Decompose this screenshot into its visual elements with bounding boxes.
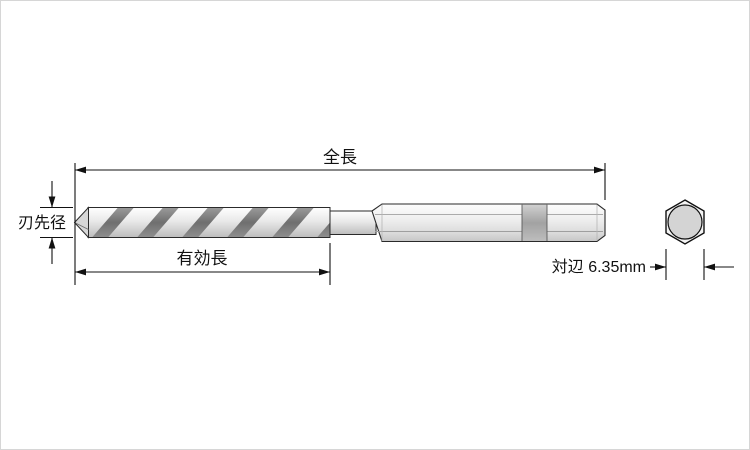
arrowhead-left [75, 166, 86, 174]
arrowhead-left [75, 268, 86, 276]
hex-shank-outline [371, 203, 606, 243]
inscribed-circle [667, 204, 703, 240]
hex-shank [371, 203, 606, 243]
dimension-effective-length [75, 243, 331, 285]
shank-groove [521, 204, 548, 241]
effective-length-label: 有効長 [177, 249, 228, 268]
dimension-overall-length [74, 163, 606, 285]
dimension-across-flats [650, 249, 734, 280]
arrowhead-right [655, 263, 666, 271]
arrowhead-up [48, 237, 56, 249]
drill-tip [73, 206, 89, 239]
arrowhead-left [704, 263, 715, 271]
drill-bit [73, 203, 606, 243]
across-flats-label: 対辺 6.35mm [552, 258, 646, 276]
arrowhead-right [594, 166, 605, 174]
arrowhead-down [48, 196, 56, 208]
spiral-flutes [88, 207, 330, 238]
tip-diameter-label: 刃先径 [18, 214, 66, 232]
shank-neck [329, 210, 377, 235]
hex-cross-section [665, 199, 705, 245]
overall-length-label: 全長 [323, 148, 357, 167]
dimension-tip-diameter [40, 181, 73, 264]
flute-section [87, 207, 331, 238]
arrowhead-right [319, 268, 330, 276]
